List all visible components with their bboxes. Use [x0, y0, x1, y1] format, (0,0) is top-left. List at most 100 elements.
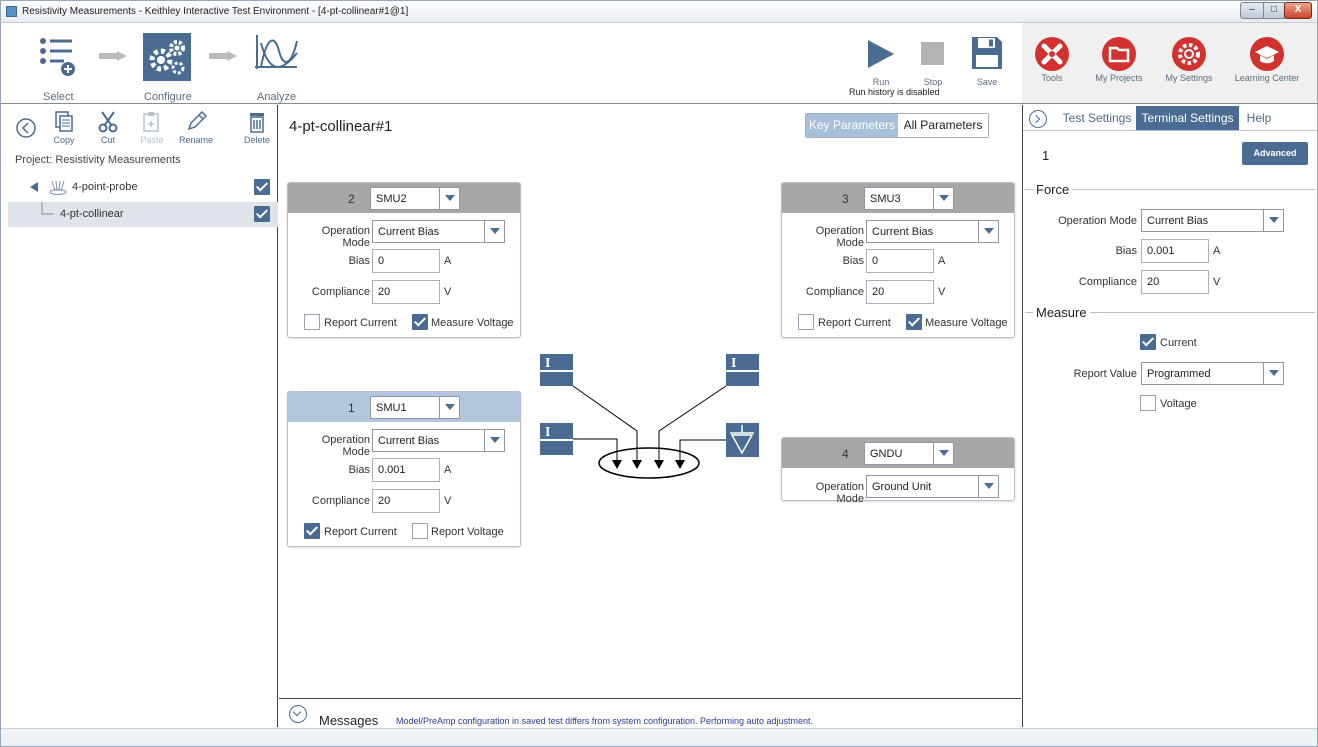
tab-test-settings[interactable]: Test Settings: [1062, 111, 1132, 125]
probe-tip: [654, 460, 664, 469]
instrument-select[interactable]: SMU3: [864, 187, 954, 210]
advanced-button[interactable]: Advanced: [1242, 142, 1308, 165]
operation-mode-select[interactable]: Ground Unit: [866, 475, 999, 498]
wrench-icon: [1035, 37, 1069, 71]
operation-mode-value: Ground Unit: [872, 481, 932, 493]
compliance-label: Compliance: [1078, 276, 1137, 288]
tree-item-checkbox[interactable]: [254, 206, 270, 222]
section-divider: [1025, 312, 1315, 313]
collapse-triangle-icon[interactable]: [29, 182, 39, 192]
force-section-title: Force: [1033, 182, 1073, 197]
tree-item-4-point-probe[interactable]: 4-point-probe: [8, 175, 278, 200]
instrument-value: SMU3: [870, 193, 901, 205]
report-current-checkbox[interactable]: [304, 523, 320, 539]
delete-label: Delete: [243, 135, 270, 145]
report-value-value: Programmed: [1147, 368, 1211, 380]
cut-button[interactable]: Cut: [88, 111, 128, 145]
bias-input[interactable]: 0.001: [372, 458, 440, 482]
rename-button[interactable]: Rename: [176, 110, 216, 145]
compliance-label: Compliance: [311, 286, 370, 298]
my-settings-button[interactable]: My Settings: [1149, 37, 1229, 83]
copy-icon: [55, 111, 73, 132]
step-select-label: Select: [43, 91, 74, 103]
report-current-checkbox[interactable]: [798, 314, 814, 330]
instrument-select[interactable]: GNDU: [864, 442, 954, 465]
copy-button[interactable]: Copy: [44, 111, 84, 145]
graduation-cap-icon: [1250, 37, 1284, 71]
instrument-select[interactable]: SMU1: [370, 396, 460, 419]
chevron-down-icon: [1263, 210, 1283, 231]
compliance-input[interactable]: 20: [372, 489, 440, 513]
window-title: Resistivity Measurements - Keithley Inte…: [22, 6, 409, 17]
bias-unit: A: [444, 255, 452, 267]
probe-tip: [632, 460, 642, 469]
collapse-left-icon[interactable]: [15, 117, 37, 139]
operation-mode-value: Current Bias: [1147, 215, 1209, 227]
operation-mode-select[interactable]: Current Bias: [372, 429, 505, 452]
collapse-right-icon[interactable]: [1029, 110, 1047, 128]
measure-voltage-checkbox[interactable]: [1140, 395, 1156, 411]
bias-input[interactable]: 0: [866, 249, 934, 273]
report-voltage-checkbox[interactable]: [412, 523, 428, 539]
save-disk-icon: [972, 37, 1002, 69]
all-parameters-tab[interactable]: All Parameters: [898, 114, 988, 137]
operation-mode-label: Operation Mode: [321, 434, 370, 458]
rename-label: Rename: [178, 135, 214, 145]
bias-label: Bias: [1115, 245, 1137, 257]
learning-center-button[interactable]: Learning Center: [1227, 37, 1307, 83]
tree-item-checkbox[interactable]: [254, 179, 270, 195]
trash-icon: [250, 113, 264, 133]
configure-gear-icon: [143, 33, 191, 81]
report-value-select[interactable]: Programmed: [1141, 362, 1284, 385]
compliance-input[interactable]: 20: [866, 280, 934, 304]
terminal-card-gndu[interactable]: 4 GNDU Operation Mode Ground Unit: [781, 437, 1015, 505]
parameter-view-toggle: Key Parameters All Parameters: [805, 113, 989, 138]
current-source-icon-smu2: I: [540, 354, 573, 386]
maximize-button[interactable]: □: [1263, 2, 1285, 19]
instrument-select[interactable]: SMU2: [370, 187, 460, 210]
messages-title: Messages: [319, 713, 379, 728]
scissors-icon: [98, 111, 118, 133]
bias-label: Bias: [842, 255, 864, 267]
chevron-down-icon: [978, 221, 998, 242]
compliance-input[interactable]: 20: [372, 280, 440, 304]
flow-arrow-icon: [209, 51, 237, 61]
compliance-input[interactable]: 20: [1141, 270, 1209, 294]
measure-voltage-checkbox[interactable]: [412, 314, 428, 330]
bias-input[interactable]: 0: [372, 249, 440, 273]
operation-mode-select[interactable]: Current Bias: [1141, 209, 1284, 232]
operation-mode-select[interactable]: Current Bias: [866, 220, 999, 243]
operation-mode-select[interactable]: Current Bias: [372, 220, 505, 243]
terminal-card-smu1[interactable]: 1 SMU1 Operation Mode Current Bias Bias …: [287, 391, 521, 547]
measure-voltage-checkbox[interactable]: [906, 314, 922, 330]
bias-input[interactable]: 0.001: [1141, 239, 1209, 263]
tree-item-4-pt-collinear[interactable]: 4-pt-collinear: [8, 202, 278, 227]
delete-button[interactable]: Delete: [237, 111, 277, 145]
minimize-button[interactable]: –: [1240, 2, 1264, 19]
tree-connector-icon: [41, 202, 54, 215]
key-parameters-tab[interactable]: Key Parameters: [806, 114, 898, 137]
chevron-down-icon: [933, 188, 953, 209]
paste-button[interactable]: Paste: [132, 111, 172, 145]
compliance-label: Compliance: [805, 286, 864, 298]
current-source-icon-smu1: I: [540, 423, 573, 455]
expand-messages-icon[interactable]: [289, 705, 307, 723]
flow-arrow-icon: [99, 51, 127, 61]
test-title: 4-pt-collinear#1: [289, 118, 393, 135]
my-projects-button[interactable]: My Projects: [1079, 37, 1159, 83]
status-strip: [1, 728, 1317, 746]
terminal-card-smu2[interactable]: 2 SMU2 Operation Mode Current Bias Bias …: [287, 182, 521, 338]
app-icon: [6, 6, 17, 17]
tools-button[interactable]: Tools: [1012, 37, 1092, 83]
close-window-button[interactable]: X: [1284, 2, 1312, 19]
bias-unit: A: [1213, 245, 1221, 257]
terminal-card-smu3[interactable]: 3 SMU3 Operation Mode Current Bias Bias …: [781, 182, 1015, 338]
tree-item-label: 4-pt-collinear: [60, 208, 124, 220]
project-label: Project: Resistivity Measurements: [15, 154, 181, 166]
tree-item-label: 4-point-probe: [72, 181, 138, 193]
tab-help[interactable]: Help: [1246, 111, 1272, 125]
report-current-checkbox[interactable]: [304, 314, 320, 330]
measure-current-checkbox[interactable]: [1140, 334, 1156, 350]
tab-terminal-settings[interactable]: Terminal Settings: [1136, 106, 1239, 130]
